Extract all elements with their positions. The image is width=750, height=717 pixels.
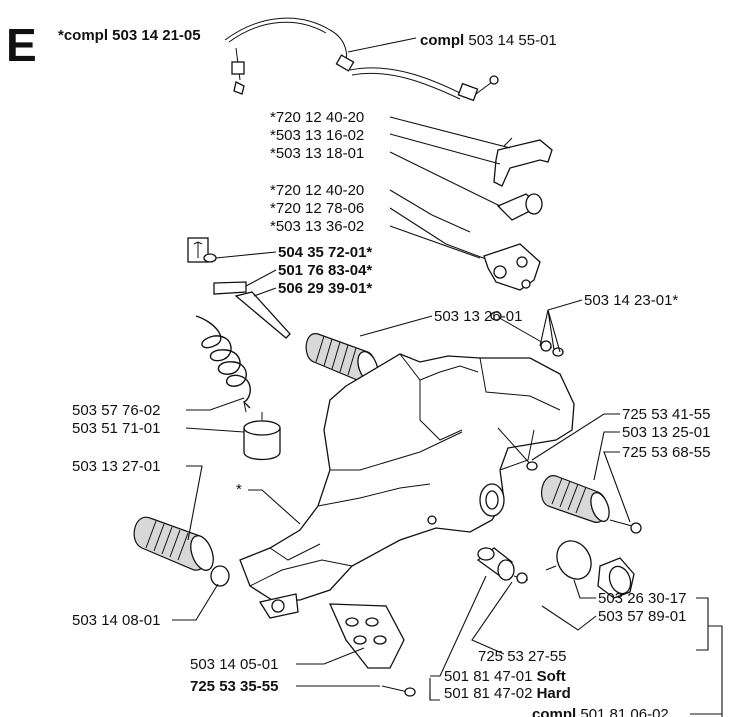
rubber-buffer: [476, 547, 515, 581]
leader-lines: [172, 37, 723, 717]
label-bottom-compl: compl 501 81 06-02: [532, 706, 669, 717]
label-screw-middle: 725 53 27-55: [478, 648, 566, 665]
label-sleeve: *503 13 18-01: [270, 145, 364, 162]
service-tools: [203, 253, 291, 339]
section-letter: E: [6, 19, 37, 71]
label-tank-asterisk: *: [236, 481, 242, 498]
label-screw-right-2: 725 53 68-55: [622, 444, 710, 461]
mounting-plate: [258, 593, 405, 669]
label-bracket: *503 13 16-02: [270, 127, 364, 144]
label-screw-right-1: 725 53 41-55: [622, 406, 710, 423]
label-adjuster-block: *503 13 36-02: [270, 218, 364, 235]
label-av-top: 503 13 26-01: [434, 308, 522, 325]
fuel-hose: [195, 315, 251, 413]
throttle-sleeve: [496, 193, 543, 221]
throttle-adjuster-block: [431, 214, 541, 291]
av-spring-left: [133, 516, 230, 587]
fuel-tank-body: [239, 353, 575, 601]
label-adjuster-screw: *720 12 40-20: [270, 182, 364, 199]
label-bolt-set: 503 14 23-01*: [584, 292, 678, 309]
throttle-cable: [224, 17, 499, 102]
label-o-ring: 503 26 30-17: [598, 590, 686, 607]
fuel-filter: [243, 412, 281, 461]
label-tool-1: 504 35 72-01*: [278, 244, 372, 261]
label-av-right: 503 13 25-01: [622, 424, 710, 441]
label-buffer-hard: 501 81 47-02 Hard: [444, 685, 571, 702]
av-spring-right: [540, 475, 610, 523]
section-part-number: *compl 503 14 21-05: [58, 27, 201, 44]
tank-cap: [545, 540, 635, 599]
label-screw-bottom: 725 53 35-55: [190, 678, 278, 695]
handle-bracket: [493, 137, 553, 187]
av-spring-top: [305, 333, 379, 383]
label-fuel-filter: 503 51 71-01: [72, 420, 160, 437]
label-tank-cap: 503 57 89-01: [598, 608, 686, 625]
label-tool-3: 506 29 39-01*: [278, 280, 372, 297]
label-tool-2: 501 76 83-04*: [278, 262, 372, 279]
tool-box: [187, 237, 209, 263]
label-buffer-soft: 501 81 47-01 Soft: [444, 668, 566, 685]
label-mounting-plate: 503 14 05-01: [190, 656, 278, 673]
bolts: [381, 311, 642, 697]
label-fuel-hose: 503 57 76-02: [72, 402, 160, 419]
washer-part: [210, 565, 230, 587]
label-av-left: 503 13 27-01: [72, 458, 160, 475]
wrench-icon: [193, 241, 203, 258]
label-washer: 503 14 08-01: [72, 612, 160, 629]
label-adjuster-washer: *720 12 78-06: [270, 200, 364, 217]
label-bracket-screw-1: *720 12 40-20: [270, 109, 364, 126]
label-cable-assy: compl 503 14 55-01: [420, 32, 557, 49]
